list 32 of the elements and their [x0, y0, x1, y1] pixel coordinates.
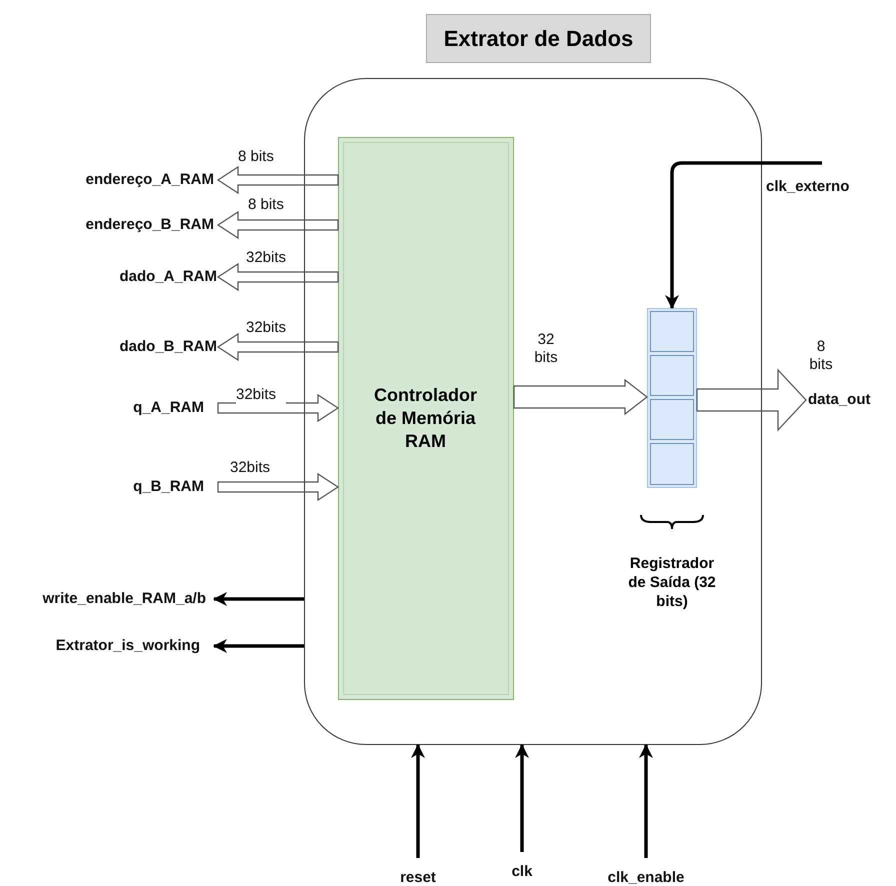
signal-arrow — [213, 592, 304, 606]
signal-label: dado_B_RAM — [40, 337, 218, 357]
signal-label: clk — [502, 852, 542, 880]
signal-label: Extrator_is_working — [0, 636, 214, 656]
signal-label: clk_externo — [766, 163, 884, 199]
signal-label: endereço_B_RAM — [20, 215, 218, 235]
signal-label: q_B_RAM — [90, 477, 218, 497]
signal-arrow — [665, 161, 822, 309]
bit-width-label: 32bits — [236, 386, 286, 404]
bus-arrow — [217, 472, 340, 502]
register-block — [646, 308, 696, 488]
signal-arrow — [411, 744, 425, 858]
bus-arrow — [216, 262, 339, 292]
title: Extrator de Dados — [426, 14, 651, 63]
signal-label: write_enable_RAM_a/b — [0, 589, 214, 609]
module-outline — [304, 78, 762, 745]
bus-arrow — [216, 332, 339, 362]
signal-arrow — [213, 639, 304, 653]
register-caption: Registrador de Saída (32 bits) — [627, 554, 717, 611]
signal-label: q_A_RAM — [90, 398, 218, 418]
signal-label: endereço_A_RAM — [20, 170, 218, 190]
bus-arrow — [696, 368, 807, 432]
signal-label: dado_A_RAM — [40, 267, 218, 287]
signal-arrow — [639, 744, 653, 858]
bus-arrow — [513, 378, 648, 416]
bus-arrow — [216, 210, 339, 240]
signal-label: reset — [388, 858, 448, 886]
signal-label: clk_enable — [594, 858, 698, 886]
controller-block: Controlador de Memória RAM — [338, 136, 514, 700]
bus-arrow — [216, 166, 339, 194]
signal-arrow — [515, 744, 529, 852]
signal-label: data_out — [806, 390, 890, 410]
